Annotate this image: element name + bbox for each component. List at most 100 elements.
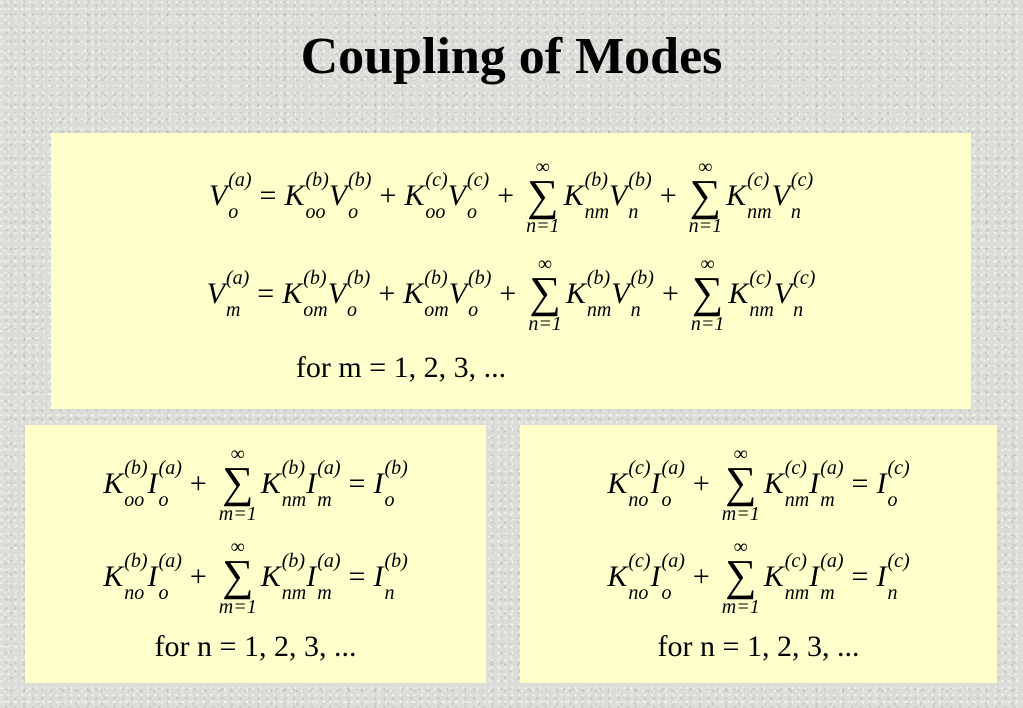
plus-sign: + (692, 559, 710, 593)
summation: ∞ ∑ n=1 (689, 157, 723, 237)
subscript: no (628, 488, 649, 511)
superscript: (b) (384, 549, 408, 572)
equals-sign: = (257, 276, 275, 310)
summation: ∞ ∑ m=1 (219, 537, 257, 617)
superscript: (b) (124, 456, 148, 479)
symbol-base: K (260, 559, 281, 593)
superscript: (c) (628, 549, 651, 572)
subscript: om (303, 298, 328, 321)
subscript: oo (305, 201, 326, 224)
superscript: (b) (303, 266, 327, 289)
superscript: (a) (225, 266, 250, 289)
symbol-base: V (206, 276, 225, 310)
symbol-base: K (563, 179, 584, 213)
symbol-base: I (373, 559, 384, 593)
index-range-text: for n = 1, 2, 3, ... (154, 629, 357, 663)
equals-sign: = (348, 559, 366, 593)
plus-sign: + (659, 179, 677, 213)
subscript: m (317, 581, 332, 604)
subscript: o (384, 488, 395, 511)
sigma-icon: ∑ (222, 550, 254, 600)
superscript: (a) (158, 456, 182, 479)
rhs-current: I(c)n (876, 551, 909, 603)
index-range-text: for n = 1, 2, 3, ... (657, 629, 860, 663)
symbol-base: V (327, 276, 347, 310)
sum-lower-limit: m=1 (721, 502, 760, 525)
symbol-base: V (773, 276, 793, 310)
superscript: (b) (584, 169, 608, 192)
plus-sign: + (189, 466, 207, 500)
superscript: (c) (628, 456, 651, 479)
superscript: (b) (348, 169, 372, 192)
symbol-base: V (771, 179, 790, 213)
symbol-base: K (282, 276, 303, 310)
subscript: o (348, 201, 359, 224)
subscript: m (820, 488, 835, 511)
superscript: (b) (424, 266, 448, 289)
subscript: n (790, 201, 801, 224)
sum-upper-limit: ∞ (537, 252, 553, 275)
symbol-base: V (328, 179, 348, 213)
subscript: nm (586, 298, 612, 321)
symbol-base: K (284, 179, 305, 213)
sigma-icon: ∑ (689, 170, 722, 220)
lhs-voltage: V(a)o (209, 170, 252, 222)
subscript: no (628, 581, 649, 604)
symbol-base: I (373, 466, 384, 500)
plus-sign: + (499, 276, 517, 310)
symbol-base: I (306, 559, 317, 593)
sum-upper-limit: ∞ (733, 443, 748, 466)
summation: ∞ ∑ m=1 (219, 444, 257, 524)
sum-upper-limit: ∞ (230, 535, 245, 558)
symbol-base: K (726, 179, 747, 213)
subscript: m (225, 298, 241, 321)
symbol-base: V (448, 276, 468, 310)
superscript: (b) (630, 266, 654, 289)
sum-lower-limit: n=1 (526, 215, 560, 238)
summation: ∞ ∑ n=1 (528, 254, 562, 334)
sum-lower-limit: n=1 (690, 312, 725, 335)
index-range-text: for m = 1, 2, 3, ... (295, 351, 507, 385)
sum-upper-limit: ∞ (535, 155, 550, 178)
superscript: (b) (281, 549, 306, 572)
subscript: nm (747, 201, 772, 224)
superscript: (a) (820, 456, 844, 479)
symbol-base: K (404, 179, 425, 213)
superscript: (b) (281, 456, 306, 479)
subscript: n (628, 201, 639, 224)
symbol-base: K (103, 559, 124, 593)
sigma-icon: ∑ (527, 170, 559, 220)
subscript: o (347, 298, 358, 321)
superscript: (b) (124, 549, 148, 572)
sum-upper-limit: ∞ (700, 252, 715, 275)
symbol-base: K (565, 276, 586, 310)
subscript: o (158, 581, 169, 604)
subscript: nm (281, 488, 307, 511)
plus-sign: + (378, 276, 396, 310)
plus-sign: + (379, 179, 397, 213)
superscript: (b) (305, 169, 329, 192)
subscript: nm (749, 298, 774, 321)
superscript: (a) (661, 549, 685, 572)
symbol-base: I (809, 559, 820, 593)
superscript: (a) (228, 169, 252, 192)
symbol-base: K (607, 559, 628, 593)
sum-lower-limit: m=1 (218, 502, 257, 525)
symbol-base: K (607, 466, 628, 500)
superscript: (b) (384, 456, 408, 479)
rhs-current: I(b) o (373, 458, 407, 510)
superscript: (a) (158, 549, 182, 572)
sum-lower-limit: n=1 (528, 312, 562, 335)
